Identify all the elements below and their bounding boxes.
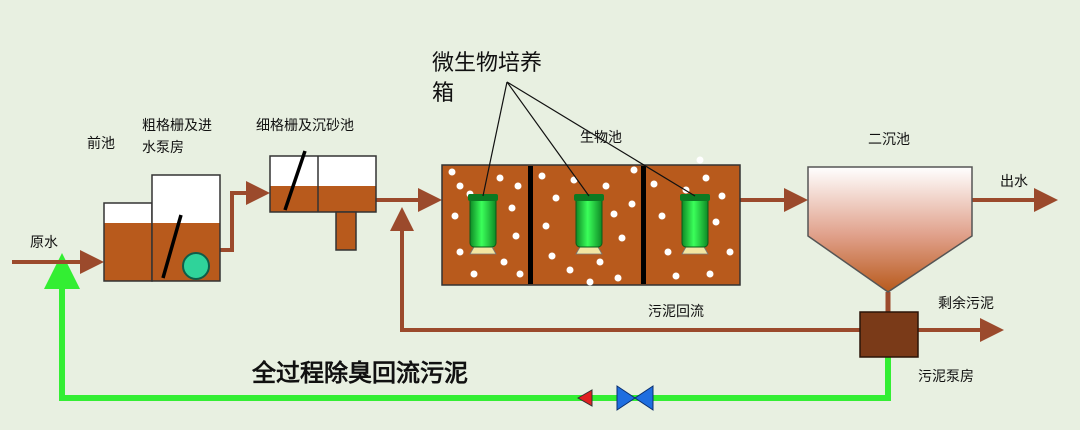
sludge-return-pipe <box>390 207 860 332</box>
air-bubble <box>712 218 720 226</box>
gate-valve-icon <box>616 385 654 411</box>
air-bubble <box>470 270 478 278</box>
air-bubble <box>706 270 714 278</box>
fine-screen-bar <box>283 150 307 211</box>
label-microbe-box: 微生物培养 <box>432 51 542 76</box>
fine-screen-grit-chamber <box>269 150 377 251</box>
air-bubble <box>618 234 626 242</box>
secondary-clarifier <box>807 166 973 293</box>
air-bubble <box>702 174 710 182</box>
bio-tank-divider <box>641 166 646 284</box>
label-secondary-clarifier: 二沉池 <box>868 132 910 148</box>
air-bubble <box>514 182 522 190</box>
air-bubble <box>650 180 658 188</box>
air-bubble <box>718 192 726 200</box>
microbe-pointer-lines <box>482 81 696 197</box>
label-excess-sludge: 剩余污泥 <box>938 295 994 312</box>
coarse-screen-pump-house <box>151 174 221 282</box>
air-bubble <box>512 232 520 240</box>
air-bubble <box>628 200 636 208</box>
label-sludge-return: 污泥回流 <box>648 304 704 320</box>
air-bubble <box>552 194 560 202</box>
air-bubble <box>456 182 464 190</box>
air-bubble <box>586 278 594 286</box>
air-bubble <box>610 210 618 218</box>
pump-icon <box>182 252 210 280</box>
air-bubble <box>516 270 524 278</box>
air-bubble <box>448 168 456 176</box>
label-effluent: 出水 <box>1000 174 1028 190</box>
label-coarse-screen-2: 水泵房 <box>142 140 184 156</box>
air-bubble <box>548 252 556 260</box>
air-bubble <box>658 212 666 220</box>
microbe-culture-box <box>680 194 710 255</box>
label-microbe-box-2: 箱 <box>432 81 454 106</box>
label-raw-water: 原水 <box>30 235 58 251</box>
air-bubble <box>538 172 546 180</box>
deodor-return-pipe <box>44 253 891 401</box>
air-bubble <box>596 258 604 266</box>
sludge-pump-house <box>859 311 919 358</box>
bio-tank-divider <box>528 166 533 284</box>
microbe-culture-box <box>468 194 498 255</box>
air-bubble <box>508 204 516 212</box>
air-bubble <box>696 156 704 164</box>
air-bubble <box>614 274 622 282</box>
air-bubble <box>451 212 459 220</box>
label-deodor-return: 全过程除臭回流污泥 <box>251 359 468 387</box>
air-bubble <box>672 272 680 280</box>
air-bubble <box>566 266 574 274</box>
air-bubble <box>542 222 550 230</box>
air-bubble <box>726 248 734 256</box>
label-fine-screen: 细格栅及沉砂池 <box>256 118 354 134</box>
label-coarse-screen: 粗格栅及进 <box>142 118 212 134</box>
label-front-tank: 前池 <box>87 135 115 152</box>
microbe-culture-box <box>574 194 604 255</box>
air-bubble <box>630 166 638 174</box>
air-bubble <box>456 248 464 256</box>
label-bio-tank: 生物池 <box>580 130 622 146</box>
air-bubble <box>500 258 508 266</box>
check-valve-icon <box>576 389 593 407</box>
label-sludge-pump-house: 污泥泵房 <box>918 369 974 385</box>
air-bubble <box>664 248 672 256</box>
air-bubble <box>496 174 504 182</box>
coarse-screen-bar <box>161 214 183 279</box>
air-bubbles <box>448 156 734 286</box>
air-bubble <box>602 182 610 190</box>
pump-to-fine-screen-pipe <box>214 181 270 252</box>
grit-hopper <box>335 211 357 251</box>
front-tank <box>103 202 153 282</box>
